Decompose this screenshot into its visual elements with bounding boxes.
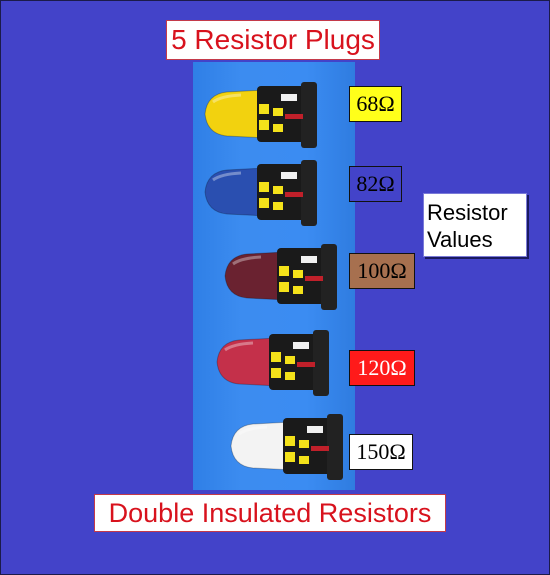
slide-footer: Double Insulated Resistors — [94, 494, 446, 532]
legend-line-2: Values — [427, 227, 493, 252]
resistor-value-82: 82Ω — [349, 166, 402, 202]
resistor-value-120: 120Ω — [349, 350, 415, 386]
resistor-plug-120 — [216, 330, 329, 396]
resistor-plugs-photo — [193, 62, 355, 490]
resistor-value-100: 100Ω — [349, 253, 415, 289]
resistor-plug-150 — [230, 414, 343, 480]
legend-line-1: Resistor — [427, 200, 508, 225]
slide-title: 5 Resistor Plugs — [166, 20, 380, 60]
resistor-plug-100 — [224, 244, 337, 310]
resistor-plug-68 — [204, 82, 317, 148]
resistor-value-150: 150Ω — [349, 434, 413, 470]
resistor-values-label: Resistor Values — [423, 193, 527, 257]
resistor-value-68: 68Ω — [349, 86, 402, 122]
resistor-plug-82 — [204, 160, 317, 226]
